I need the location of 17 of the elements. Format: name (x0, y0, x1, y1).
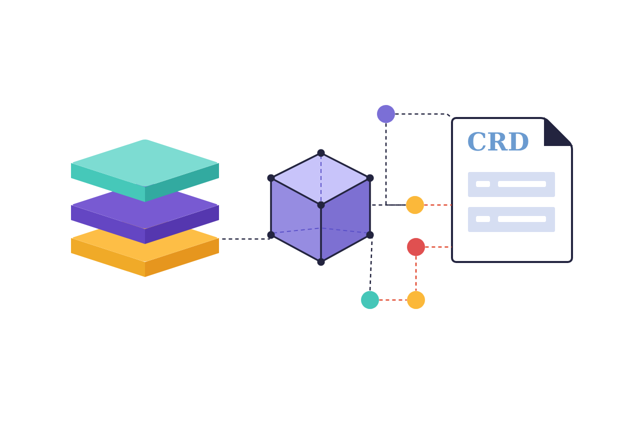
layer-stack-drawing (71, 140, 219, 277)
connector-line (424, 204, 452, 206)
connector-dot (407, 238, 425, 256)
connector-line (369, 234, 373, 291)
connector-line (395, 113, 452, 118)
connector-line (379, 299, 407, 301)
connector-line (385, 123, 406, 206)
connector-line (425, 246, 452, 248)
cube-drawing (267, 149, 374, 266)
connector-dot (407, 290, 425, 309)
connector-dot (377, 104, 395, 123)
connector-line (372, 204, 406, 206)
connector-line (415, 256, 417, 291)
connector-dot (406, 196, 424, 214)
connector-dot (361, 290, 379, 309)
connector-line (222, 238, 270, 240)
document: CRD (451, 117, 573, 263)
